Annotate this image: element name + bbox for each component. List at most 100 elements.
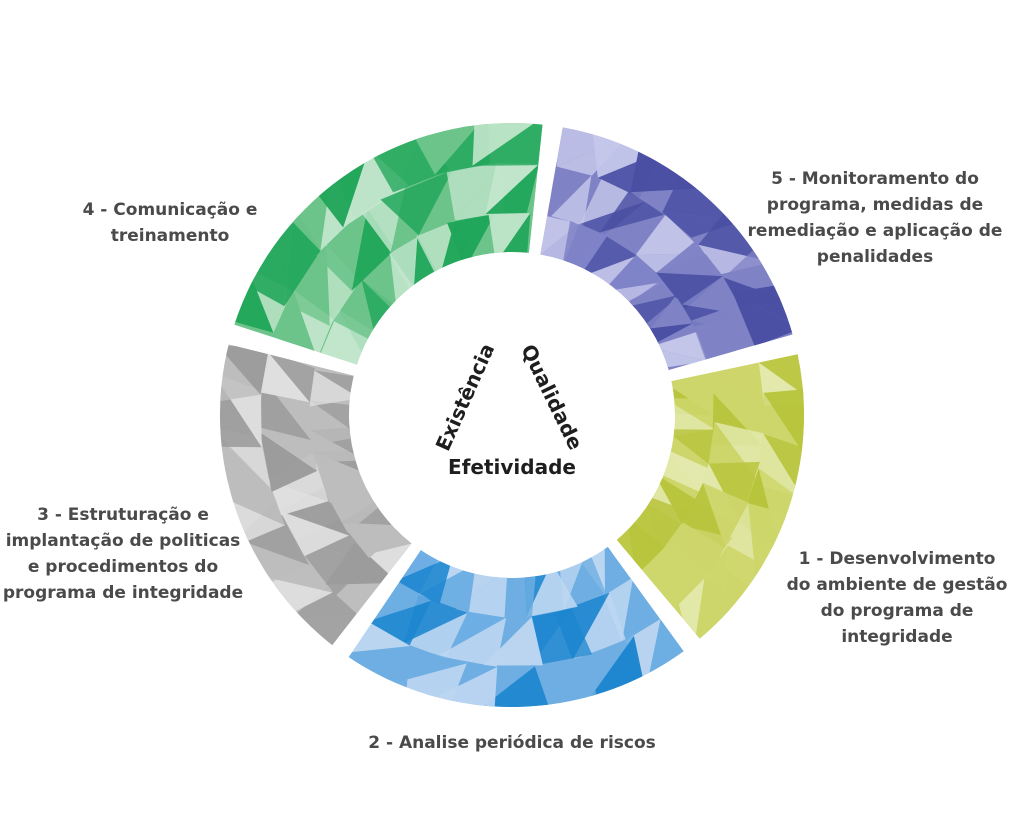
center-circle [351,254,673,576]
facet [340,522,407,559]
facet [219,345,270,395]
facet [599,214,666,256]
facet [255,574,333,616]
facet [361,279,401,344]
facet [361,253,398,314]
facet [278,487,350,536]
facet [327,498,386,534]
step-5-line-4: penalidades [816,247,934,267]
facet [380,169,454,236]
facet [316,208,368,291]
facet [236,501,310,566]
facet [621,295,676,338]
facet [285,244,330,327]
step-3-line-2: implantação de politicas [5,531,241,551]
step-3-line-3: e procedimentos do [27,557,219,577]
facet [526,562,578,618]
facet [485,164,540,215]
ring-segment-5 [540,127,793,371]
ring-segment-4 [234,123,543,365]
facet [639,297,693,330]
facet [447,213,496,270]
facet [260,351,310,403]
facet [604,546,626,596]
facet [691,304,753,338]
facet [472,123,543,166]
facet [289,586,359,620]
facet [630,141,712,193]
ring-segment-1 [616,354,804,639]
facet [395,556,453,605]
facet [656,272,723,310]
facet [602,254,665,292]
facet [267,351,315,403]
facet [312,451,372,504]
facet [315,309,368,365]
facet [603,577,634,643]
facet [641,540,672,619]
facet [289,614,359,646]
step-5-label: 5 - Monitoramento do programa, medidas d… [740,166,1010,270]
facet [763,392,804,464]
facet [437,617,507,667]
step-5-line-1: 5 - Monitoramento do [771,169,979,189]
facet [579,179,647,225]
facet [599,191,666,233]
facet [660,540,709,619]
facet [656,241,723,277]
step-4-label: 4 - Comunicação e treinamento [70,197,270,249]
facet [708,461,760,524]
facet [343,148,409,228]
facet [661,447,708,492]
facet [236,539,310,586]
facet [702,482,749,549]
facet [529,608,572,667]
facet [664,429,715,465]
step-1-line-3: do programa de [820,601,974,621]
facet [379,663,467,707]
ring-segment-3 [219,344,412,646]
facet [561,220,613,271]
facet [626,516,666,576]
facet [437,611,507,657]
facet [293,541,372,596]
facet [531,608,593,667]
facet [621,577,654,643]
facet [368,125,425,193]
facet [309,400,361,446]
facet [698,244,773,275]
step-3-line-1: 3 - Estruturação e [37,505,209,525]
facet [309,400,361,437]
facet [234,268,274,333]
center-word-efetividade: Efetividade [448,455,576,479]
facet [403,612,468,659]
facet [416,220,455,281]
facet [523,655,587,707]
facet [495,213,531,263]
facet [678,578,705,639]
facet [621,279,676,309]
facet [348,646,411,698]
facet [367,575,432,622]
facet [551,165,592,217]
facet [635,214,706,255]
step-1-line-4: integridade [841,627,953,647]
facet [221,477,286,526]
facet [367,600,432,646]
facet [551,175,592,226]
facet [260,432,318,492]
facet [732,292,793,347]
step-1-line-1: 1 - Desenvolvimento [798,549,996,569]
facet [309,370,360,407]
facet [418,563,476,614]
step-1-line-2: do ambiente de gestão [786,575,1008,595]
facet [284,206,321,307]
step-3-label: 3 - Estruturação e implantação de politi… [0,502,246,606]
facet [763,388,804,464]
facet [332,279,377,344]
facet [488,213,531,263]
facet [758,354,804,402]
facet [393,125,450,193]
